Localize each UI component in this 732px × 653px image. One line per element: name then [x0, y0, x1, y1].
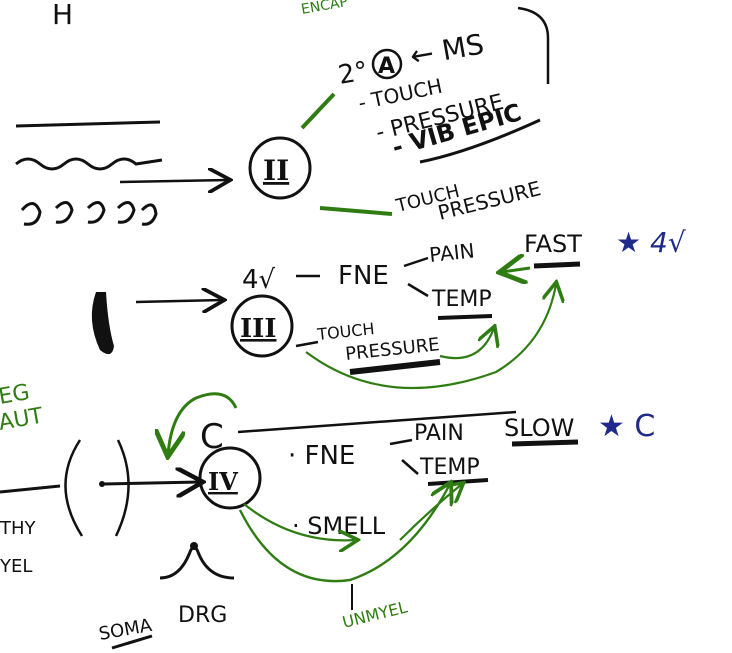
soma-label: SOMA: [97, 615, 154, 645]
fiber-II-circle: [248, 136, 312, 200]
fiber-IV-top-line: [237, 410, 517, 434]
fiber-IV-c: C: [200, 417, 224, 457]
fiber-III-fast: FAST: [524, 230, 582, 258]
fiber-II-brace: [517, 6, 550, 84]
fiber-III-dash-3: [407, 282, 429, 298]
fiber-IV-green-loop: [168, 392, 238, 454]
fiber-IV-slow-underline: [511, 439, 579, 447]
arrow-to-III: [135, 300, 222, 302]
fiber-IV-pain: PAIN: [414, 421, 464, 446]
neuron-sketch: [91, 292, 114, 355]
corner-letter: H: [52, 0, 73, 31]
corner-green-text: ENCAP: [300, 0, 349, 18]
margin-green-1: EG: [0, 380, 32, 410]
fiber-III-fast-underline: [533, 261, 581, 269]
fiber-IV-green-curve-2: [243, 503, 356, 540]
fiber-IV-temp-underline: [427, 478, 489, 486]
receptor-coils: [20, 201, 158, 226]
receptor-straight-line: [15, 120, 161, 128]
fiber-III-dash-4: [295, 340, 319, 348]
fiber-IV-dash-2: [401, 459, 419, 475]
fiber-III-touch: TOUCH: [315, 319, 375, 344]
fiber-II-green-line: [300, 92, 336, 130]
circled-A: [371, 48, 403, 80]
fiber-IV-temp: TEMP: [419, 455, 480, 480]
margin-black-2: YEL: [0, 556, 32, 577]
myelin-left: [64, 439, 84, 537]
fiber-IV-green-curve-1: [238, 484, 450, 583]
arrow-to-II: [119, 180, 228, 182]
fiber-IV-label: IV: [208, 467, 238, 496]
fiber-IV-axon-left: [0, 484, 61, 494]
fiber-IV-slow: SLOW: [504, 414, 574, 442]
receptor-wavy-line: [15, 157, 163, 171]
fiber-IV-dash: [389, 438, 413, 446]
drg-label: DRG: [178, 603, 227, 628]
fiber-III-green-arrow: [502, 268, 531, 272]
fiber-III-green-curve-2: [439, 328, 494, 360]
soma-underline: [111, 634, 153, 650]
fiber-IV-circle: [198, 446, 262, 510]
fiber-III-dash-2: [403, 256, 429, 268]
fiber-IV-fne: · FNE: [288, 441, 355, 471]
circled-A-letter: A: [378, 54, 395, 79]
fiber-III-size: 4√: [242, 265, 276, 295]
fiber-III-fne: FNE: [338, 261, 389, 291]
axon-node: [99, 481, 105, 487]
myelin-right: [114, 439, 130, 537]
fiber-II-label: II: [263, 154, 289, 187]
arrow-to-IV: [103, 482, 200, 484]
fiber-II-underline: [419, 118, 541, 164]
soma-sketch: [159, 545, 235, 580]
fiber-III-pressure-underline: [349, 359, 441, 375]
soma-dot: [190, 542, 198, 550]
fiber-IV-unmyel: UNMYEL: [340, 597, 409, 631]
margin-black-1: THY: [0, 518, 37, 539]
fiber-IV-green-curve-3: [399, 484, 462, 541]
fiber-II-order: 2°: [336, 56, 370, 91]
fiber-III-temp-underline: [437, 314, 493, 320]
fiber-III-pain: PAIN: [428, 238, 476, 267]
fiber-III-green-curve-1: [305, 284, 556, 390]
fiber-IV-slow-star: ★ C: [598, 409, 655, 444]
fiber-II-ms: ← MS: [407, 27, 486, 72]
fiber-III-fast-star: ★ 4√: [616, 226, 686, 259]
fiber-III-temp: TEMP: [431, 287, 492, 312]
fiber-II-green-line-2: [319, 206, 393, 216]
fiber-III-circle: [230, 294, 294, 358]
fiber-III-label: III: [240, 314, 277, 344]
